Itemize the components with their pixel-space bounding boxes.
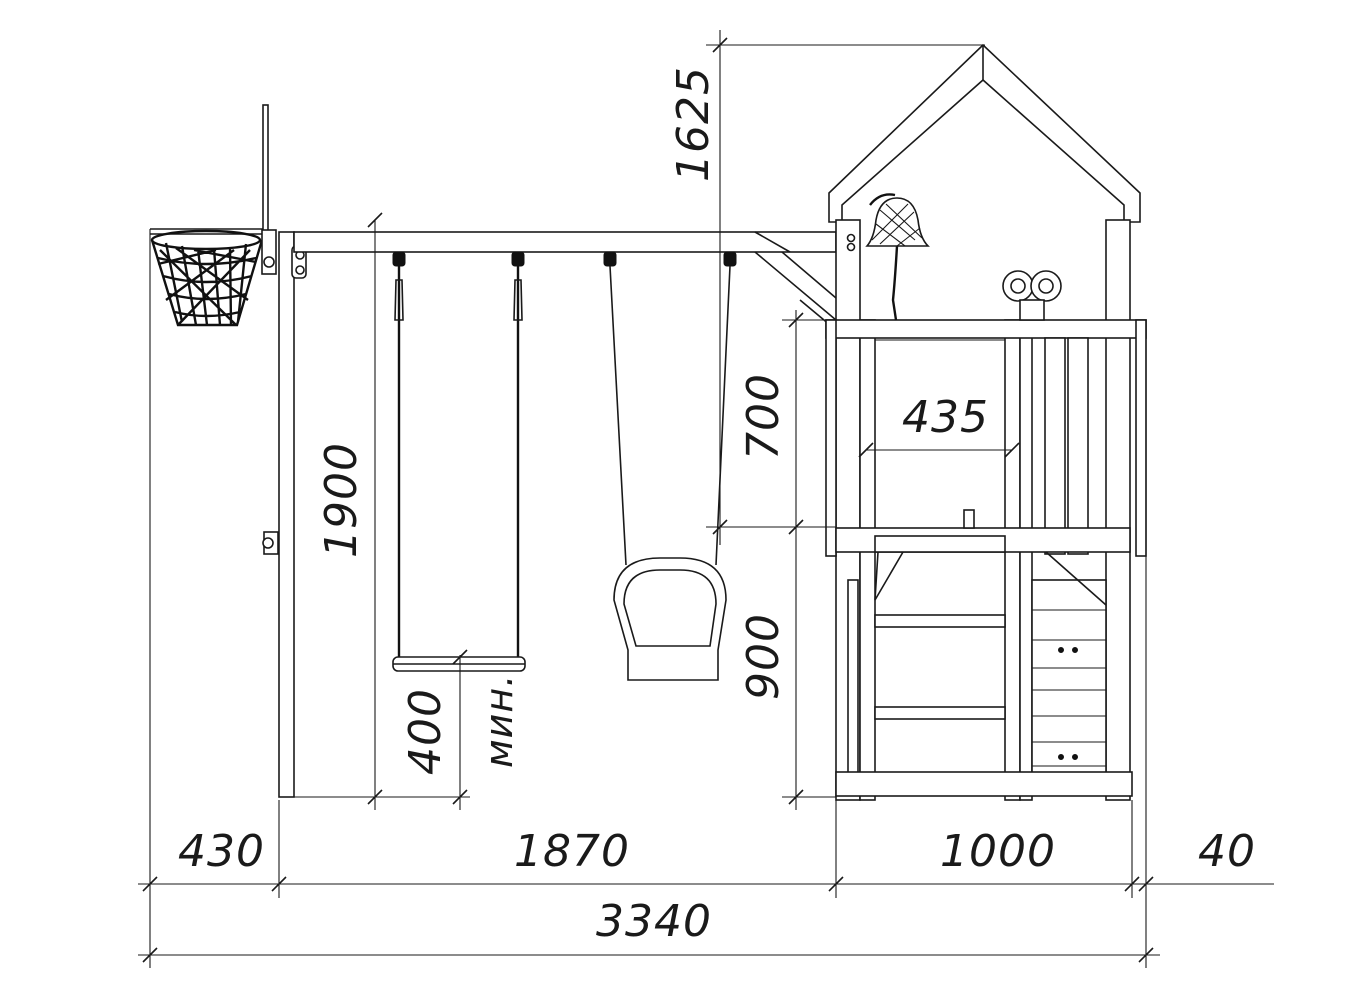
dimension-lines (138, 30, 1274, 968)
dim-900: 900 (738, 613, 789, 700)
dim-435: 435 (902, 392, 989, 443)
flat-swing (392, 251, 526, 672)
basketball-hoop (150, 104, 277, 327)
hoop-net (150, 239, 264, 327)
baby-swing (603, 251, 737, 681)
dim-3340: 3340 (596, 896, 712, 947)
climbing-wall (1031, 579, 1107, 791)
dim-1900: 1900 (316, 442, 367, 558)
dim-430: 430 (178, 826, 265, 877)
dim-1625: 1625 (668, 66, 719, 182)
swing-frame (262, 231, 837, 798)
dim-400-note: мин. (477, 674, 521, 768)
roof (828, 43, 1141, 223)
binoculars (1002, 270, 1062, 321)
dim-40: 40 (1198, 826, 1256, 877)
dim-400: 400 (400, 688, 451, 775)
bell-body (865, 197, 930, 247)
play-tower (825, 43, 1147, 801)
baby-swing-seat (613, 557, 727, 681)
dim-1870: 1870 (514, 826, 630, 877)
dimension-ticks (142, 37, 1154, 963)
swing-left-post (278, 231, 295, 798)
bell (846, 193, 930, 321)
dim-700: 700 (738, 373, 789, 460)
dim-1000: 1000 (940, 826, 1056, 877)
